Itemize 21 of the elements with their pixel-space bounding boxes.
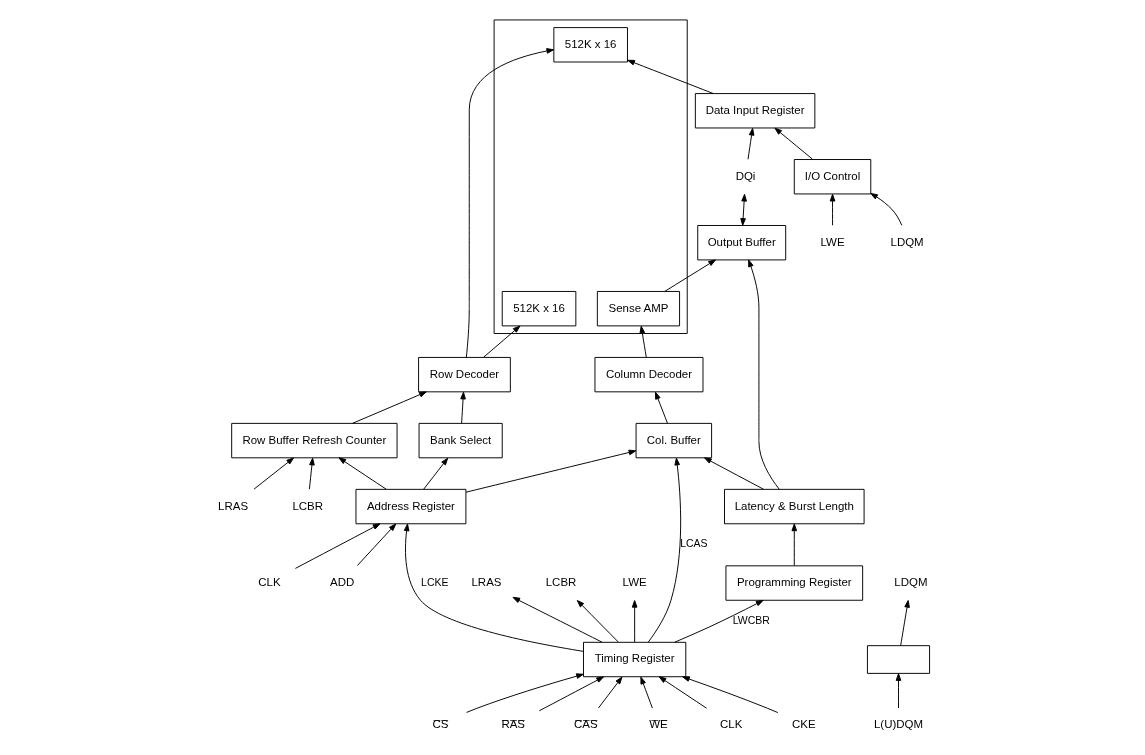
node-text: CLK bbox=[720, 718, 743, 731]
edge-label: LWCBR bbox=[732, 613, 770, 626]
node-text: LDQM bbox=[890, 235, 924, 248]
node-text: L(U)DQM bbox=[873, 718, 924, 731]
node-text: LCBR bbox=[292, 499, 323, 512]
node-text: CLK bbox=[258, 576, 281, 589]
node-text: C̅S̅ bbox=[432, 718, 449, 731]
node-text: LWE bbox=[820, 235, 845, 248]
node-text: C̅A̅S̅ bbox=[574, 718, 598, 731]
node-text: LRAS bbox=[218, 499, 249, 512]
edge-label: LCAS bbox=[680, 537, 708, 550]
node-text: ADD bbox=[329, 576, 355, 589]
edge-label: LCKE bbox=[421, 575, 449, 588]
node-text: DQi bbox=[735, 169, 756, 182]
node-text: LDQM bbox=[894, 576, 928, 589]
node-text: LCBR bbox=[545, 576, 577, 589]
node-text: LRAS bbox=[471, 576, 502, 589]
node-text: LWE bbox=[622, 576, 647, 589]
node-text: CKE bbox=[792, 718, 816, 731]
node-text: W̅E̅ bbox=[649, 718, 668, 731]
node-text: R̅A̅S̅ bbox=[501, 718, 526, 731]
